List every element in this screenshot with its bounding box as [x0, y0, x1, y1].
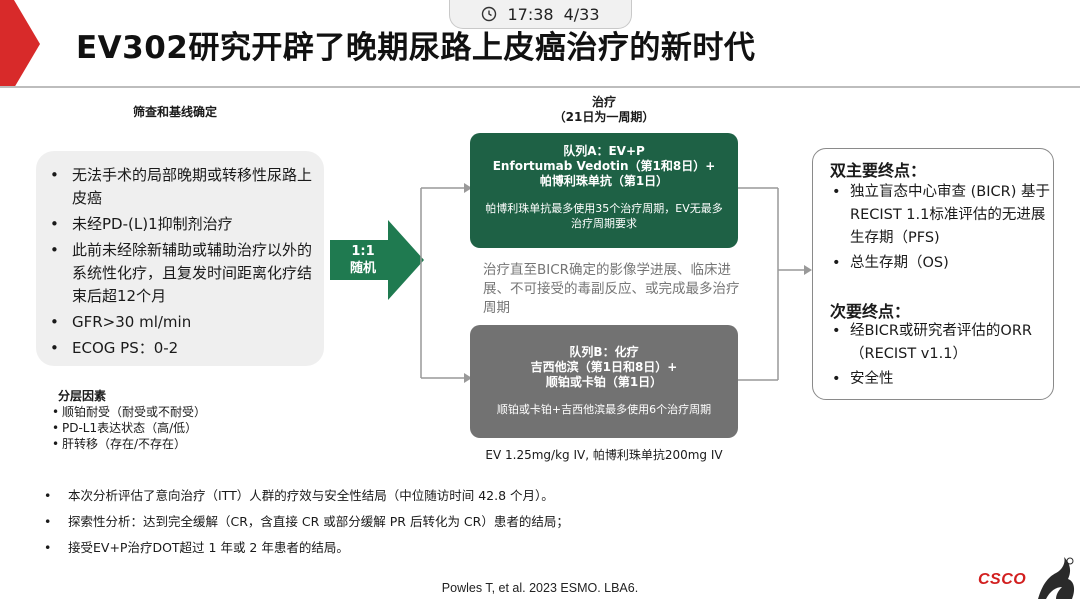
red-chevron-icon: [0, 0, 40, 88]
criterion-item: GFR>30 ml/min: [36, 311, 316, 334]
strat-item: 顺铂耐受（耐受或不耐受）: [52, 404, 206, 420]
analysis-notes: 本次分析评估了意向治疗（ITT）人群的疗效与安全性结局（中位随访时间 42.8 …: [40, 488, 800, 566]
arm-a-box: 队列A：EV+P Enfortumab Vedotin（第1和8日）+ 帕博利珠…: [470, 133, 738, 248]
primary-endpoints: 独立盲态中心审查 (BICR) 基于RECIST 1.1标准评估的无进展生存期（…: [830, 181, 1050, 277]
secondary-endpoints-heading: 次要终点：: [830, 302, 911, 321]
status-time: 17:38: [507, 4, 554, 24]
randomization-ratio: 1:1: [351, 244, 375, 259]
strat-item: PD-L1表达状态（高/低）: [52, 420, 206, 436]
treatment-title: 治疗: [591, 95, 616, 109]
arm-a-drug-1: Enfortumab Vedotin（第1和8日）+: [492, 159, 716, 173]
arm-b-note: 顺铂或卡铂+吉西他滨最多使用6个治疗周期: [496, 403, 712, 416]
randomization-text: 随机: [349, 261, 376, 276]
arm-b-box: 队列B：化疗 吉西他滨（第1日和8日）+ 顺铂或卡铂（第1日） 顺铂或卡铂+吉西…: [470, 325, 738, 438]
arm-split-connector: [420, 183, 472, 383]
page-title: EV302研究开辟了晚期尿路上皮癌治疗的新时代: [76, 30, 756, 66]
eligibility-criteria: 无法手术的局部晚期或转移性尿路上皮癌 未经PD-(L)1抑制剂治疗 此前未经除新…: [36, 164, 316, 363]
criterion-item: ECOG PS：0-2: [36, 337, 316, 360]
endpoint-item: 经BICR或研究者评估的ORR （RECIST v1.1）: [830, 320, 1050, 366]
primary-endpoints-heading: 双主要终点：: [830, 161, 927, 180]
endpoint-connector: [738, 187, 812, 381]
dose-info: EV 1.25mg/kg IV, 帕博利珠单抗200mg IV: [485, 448, 723, 462]
arm-a-drug-2: 帕博利珠单抗（第1日）: [539, 174, 669, 188]
arm-a-title: 队列A：EV+P: [563, 144, 645, 158]
screening-heading: 筛查和基线确定: [132, 105, 217, 119]
arm-a-note: 帕博利珠单抗最多使用35个治疗周期，EV无最多治疗周期要求: [485, 202, 723, 230]
arm-b-title: 队列B：化疗: [569, 345, 639, 359]
treatment-duration-note: 治疗直至BICR确定的影像学进展、临床进展、不可接受的毒副反应、或完成最多治疗周…: [483, 262, 740, 316]
arm-b-drug-2: 顺铂或卡铂（第1日）: [545, 375, 663, 389]
secondary-endpoints: 经BICR或研究者评估的ORR （RECIST v1.1） 安全性: [830, 320, 1050, 393]
randomization-arrow-icon: [330, 220, 424, 300]
stratification-factors: 顺铂耐受（耐受或不耐受） PD-L1表达状态（高/低） 肝转移（存在/不存在）: [52, 404, 206, 452]
strat-item: 肝转移（存在/不存在）: [52, 436, 206, 452]
citation: Powles T, et al. 2023 ESMO. LBA6.: [441, 581, 639, 595]
logo-text: CSCO: [978, 571, 1027, 588]
logo-emblem-icon: [1038, 557, 1075, 599]
randomization-label: 1:1 随机: [340, 243, 386, 277]
endpoint-item: 安全性: [830, 368, 1050, 391]
criterion-item: 无法手术的局部晚期或转移性尿路上皮癌: [36, 164, 316, 210]
note-item: 接受EV+P治疗DOT超过 1 年或 2 年患者的结局。: [40, 540, 800, 556]
criterion-item: 此前未经除新辅助或辅助治疗以外的系统性化疗，且复发时间距离化疗结束后超12个月: [36, 239, 316, 308]
arm-b-drug-1: 吉西他滨（第1日和8日）+: [530, 360, 678, 374]
title-divider: [0, 86, 1080, 88]
page-indicator: 4/33: [563, 4, 600, 24]
endpoint-item: 独立盲态中心审查 (BICR) 基于RECIST 1.1标准评估的无进展生存期（…: [830, 181, 1050, 250]
treatment-cycle: （21日为一周期）: [553, 110, 655, 124]
note-item: 本次分析评估了意向治疗（ITT）人群的疗效与安全性结局（中位随访时间 42.8 …: [40, 488, 800, 504]
clock-icon: [482, 6, 497, 22]
treatment-heading: 治疗 （21日为一周期）: [534, 95, 674, 125]
criterion-item: 未经PD-(L)1抑制剂治疗: [36, 213, 316, 236]
note-item: 探索性分析：达到完全缓解（CR，含直接 CR 或部分缓解 PR 后转化为 CR）…: [40, 514, 800, 530]
csco-logo: CSCO: [976, 555, 1076, 603]
endpoint-item: 总生存期（OS): [830, 252, 1050, 275]
stratification-heading: 分层因素: [58, 389, 107, 403]
status-pill: 17:38 4/33: [449, 0, 632, 29]
